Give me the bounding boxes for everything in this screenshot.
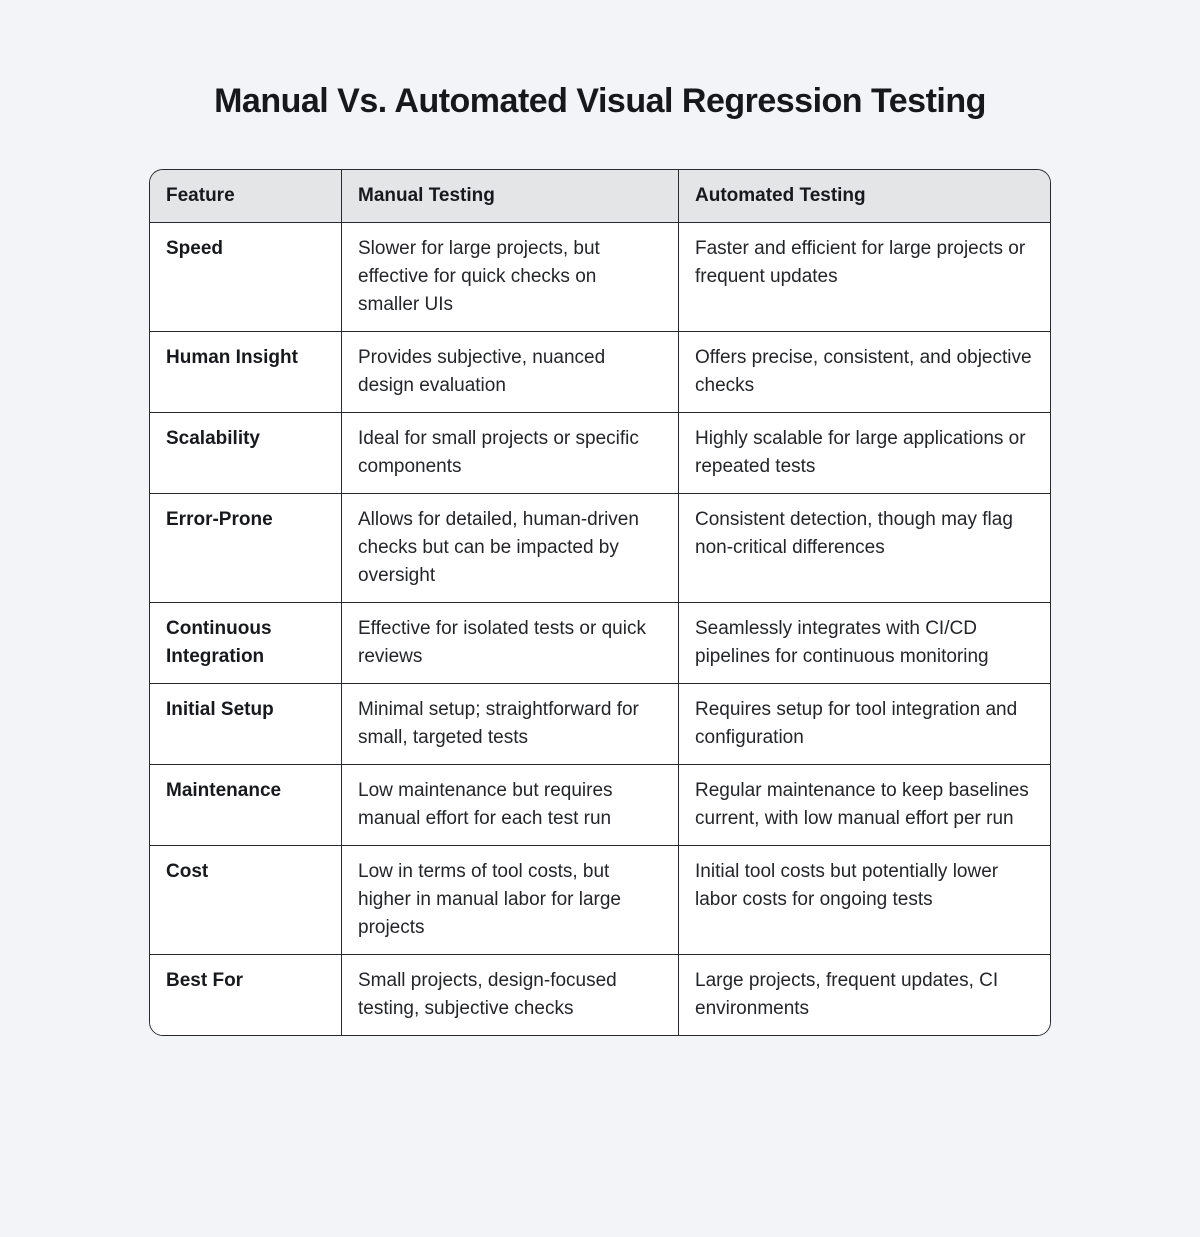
automated-testing-value: Requires setup for tool integration and …	[679, 684, 1050, 765]
table-row-maintenance: Maintenance Low maintenance but requires…	[150, 765, 1050, 846]
column-header-feature: Feature	[150, 170, 342, 223]
feature-label: Best For	[150, 955, 342, 1035]
feature-label: Error-Prone	[150, 494, 342, 603]
automated-testing-value: Initial tool costs but potentially lower…	[679, 846, 1050, 955]
automated-testing-value: Highly scalable for large applications o…	[679, 413, 1050, 494]
manual-testing-value: Slower for large projects, but effective…	[342, 223, 679, 332]
automated-testing-value: Faster and efficient for large projects …	[679, 223, 1050, 332]
table-header-row: Feature Manual Testing Automated Testing	[150, 170, 1050, 223]
table-row-speed: Speed Slower for large projects, but eff…	[150, 223, 1050, 332]
table-row-continuous-integration: Continuous Integration Effective for iso…	[150, 603, 1050, 684]
feature-label: Continuous Integration	[150, 603, 342, 684]
automated-testing-value: Offers precise, consistent, and objectiv…	[679, 332, 1050, 413]
manual-testing-value: Low maintenance but requires manual effo…	[342, 765, 679, 846]
comparison-table: Feature Manual Testing Automated Testing…	[149, 169, 1051, 1036]
manual-testing-value: Provides subjective, nuanced design eval…	[342, 332, 679, 413]
manual-testing-value: Low in terms of tool costs, but higher i…	[342, 846, 679, 955]
table-row-human-insight: Human Insight Provides subjective, nuanc…	[150, 332, 1050, 413]
manual-testing-value: Allows for detailed, human-driven checks…	[342, 494, 679, 603]
manual-testing-value: Effective for isolated tests or quick re…	[342, 603, 679, 684]
feature-label: Speed	[150, 223, 342, 332]
page-title: Manual Vs. Automated Visual Regression T…	[214, 82, 986, 120]
feature-label: Maintenance	[150, 765, 342, 846]
table-row-cost: Cost Low in terms of tool costs, but hig…	[150, 846, 1050, 955]
automated-testing-value: Large projects, frequent updates, CI env…	[679, 955, 1050, 1035]
feature-label: Scalability	[150, 413, 342, 494]
column-header-automated-testing: Automated Testing	[679, 170, 1050, 223]
automated-testing-value: Consistent detection, though may flag no…	[679, 494, 1050, 603]
manual-testing-value: Minimal setup; straightforward for small…	[342, 684, 679, 765]
feature-label: Cost	[150, 846, 342, 955]
automated-testing-value: Seamlessly integrates with CI/CD pipelin…	[679, 603, 1050, 684]
feature-label: Human Insight	[150, 332, 342, 413]
feature-label: Initial Setup	[150, 684, 342, 765]
automated-testing-value: Regular maintenance to keep baselines cu…	[679, 765, 1050, 846]
table-row-best-for: Best For Small projects, design-focused …	[150, 955, 1050, 1035]
table-row-error-prone: Error-Prone Allows for detailed, human-d…	[150, 494, 1050, 603]
column-header-manual-testing: Manual Testing	[342, 170, 679, 223]
manual-testing-value: Ideal for small projects or specific com…	[342, 413, 679, 494]
table-row-initial-setup: Initial Setup Minimal setup; straightfor…	[150, 684, 1050, 765]
table-row-scalability: Scalability Ideal for small projects or …	[150, 413, 1050, 494]
manual-testing-value: Small projects, design-focused testing, …	[342, 955, 679, 1035]
